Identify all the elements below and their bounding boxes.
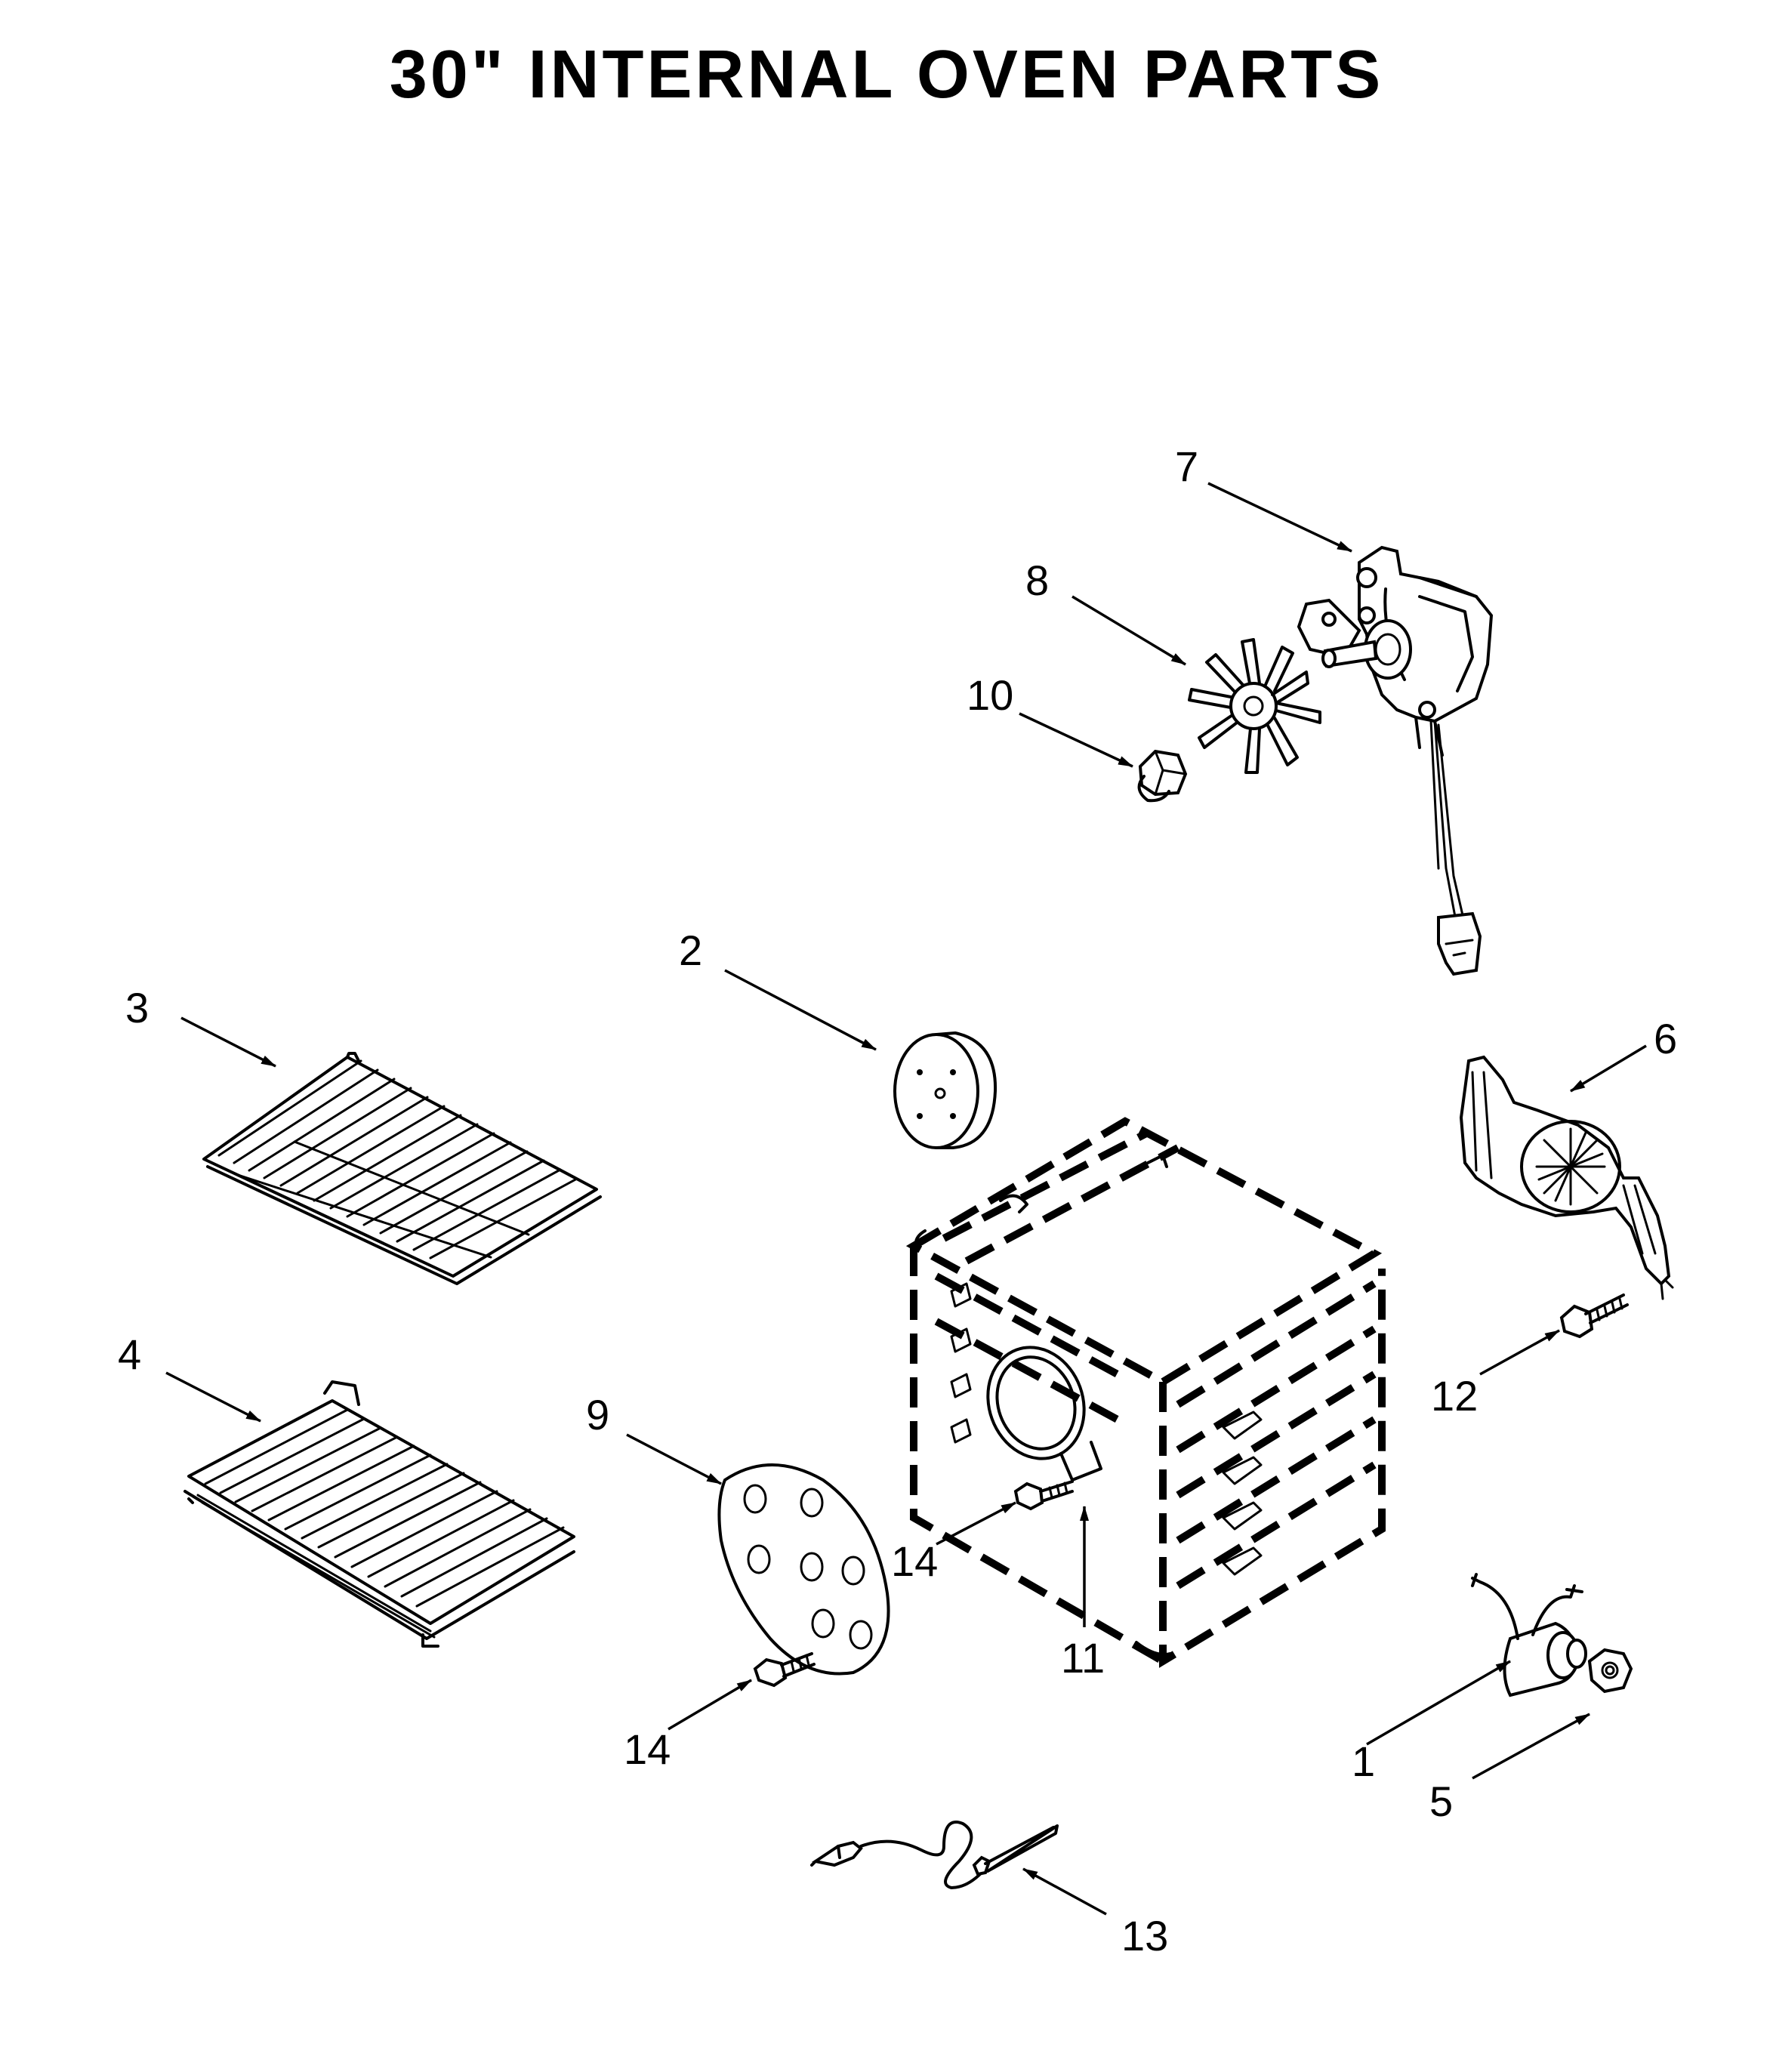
callout-4: 4 <box>118 1330 141 1378</box>
screw-14-upper <box>1013 1480 1074 1511</box>
callout-arrows <box>165 482 1647 1916</box>
meat-probe <box>810 1821 1059 1889</box>
callout-14-lower: 14 <box>624 1725 671 1773</box>
callout-9: 9 <box>586 1391 609 1438</box>
screw-12 <box>1559 1293 1629 1339</box>
callout-12: 12 <box>1431 1372 1478 1420</box>
rear-plate <box>717 1463 890 1676</box>
sensor-nut <box>1587 1648 1633 1694</box>
fan-nut <box>1137 749 1188 803</box>
convection-motor <box>1297 545 1494 976</box>
callout-13: 13 <box>1121 1912 1168 1959</box>
round-cover <box>893 1031 998 1149</box>
callout-2: 2 <box>679 927 702 974</box>
fan-blade <box>1188 638 1321 774</box>
rollout-rack <box>183 1380 575 1648</box>
oven-cavity <box>905 1117 1386 1668</box>
callout-6: 6 <box>1654 1015 1677 1062</box>
temperature-sensor <box>1471 1573 1587 1697</box>
callout-1: 1 <box>1352 1737 1375 1785</box>
callout-10: 10 <box>967 671 1013 719</box>
callout-8: 8 <box>1025 557 1049 604</box>
convection-element-baffle <box>1459 1055 1674 1300</box>
callout-3: 3 <box>125 984 149 1031</box>
oven-rack <box>202 1052 602 1285</box>
callout-5: 5 <box>1429 1778 1453 1825</box>
callout-11: 11 <box>1061 1634 1105 1682</box>
page-title: 30" INTERNAL OVEN PARTS <box>389 37 1384 113</box>
callout-labels: 1 2 3 4 5 6 7 8 9 10 11 12 13 14 14 <box>118 442 1677 1959</box>
callout-7: 7 <box>1175 442 1198 490</box>
callout-14-upper: 14 <box>891 1537 938 1585</box>
screw-14-lower <box>753 1652 816 1688</box>
